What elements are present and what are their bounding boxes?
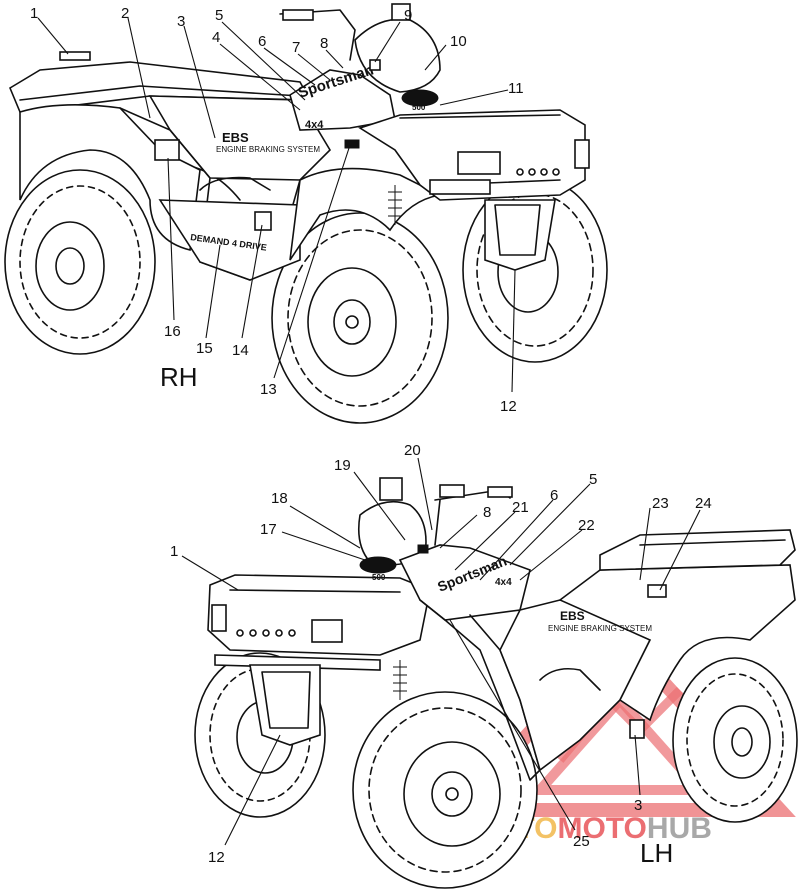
- lh-callout-6: 6: [550, 487, 558, 504]
- watermark-part3: HUB: [647, 812, 712, 845]
- lh-4x4-decal: 4x4: [495, 577, 512, 588]
- rh-side-label: [254, 211, 272, 231]
- atv-rh-view: Sportsman 4x4 500 EBS ENGINE BRAKING SYS…: [4, 3, 608, 424]
- rh-callout-6: 6: [258, 33, 266, 50]
- lh-callout-3: 3: [634, 797, 642, 814]
- rh-rear-wheel: [4, 169, 156, 355]
- rh-callout-8: 8: [320, 35, 328, 52]
- rh-callout-5: 5: [215, 7, 223, 24]
- lh-500-oval: [359, 556, 397, 574]
- lh-callout-1: 1: [170, 543, 178, 560]
- rh-500-oval: [401, 89, 439, 107]
- rh-tank-label: [344, 139, 360, 149]
- lh-callout-22: 22: [578, 517, 595, 534]
- lh-callout-23: 23: [652, 495, 669, 512]
- lh-callout-21: 21: [512, 499, 529, 516]
- lh-tank-label: [417, 544, 429, 554]
- rh-callout-14: 14: [232, 342, 249, 359]
- lh-leader-lines: [181, 457, 701, 846]
- lh-side-label: [629, 719, 645, 739]
- lh-fender-label: [647, 584, 667, 598]
- rh-callout-15: 15: [196, 340, 213, 357]
- lh-callouts: 1 17 18 19 20 8 21 6 5 22 23 24 12 25 3: [170, 442, 712, 866]
- lh-ebs-decal: EBS: [560, 609, 585, 623]
- rh-callout-11: 11: [508, 80, 524, 97]
- lh-500-label: 500: [372, 573, 386, 582]
- rh-callout-7: 7: [292, 39, 300, 56]
- atv-lh-view: Sportsman 4x4 500 EBS ENGINE BRAKING SYS…: [170, 442, 798, 889]
- lh-callout-24: 24: [695, 495, 712, 512]
- lh-callout-8: 8: [483, 504, 491, 521]
- lh-body: [207, 477, 796, 781]
- rh-body: [8, 3, 590, 281]
- lh-ebs-sub: ENGINE BRAKING SYSTEM: [548, 624, 652, 633]
- lh-front-wheel: [352, 691, 538, 889]
- lh-callout-20: 20: [404, 442, 421, 459]
- rh-fairing-label: [369, 59, 381, 71]
- watermark-part2: MOTO: [557, 812, 646, 845]
- rh-callout-9: 9: [404, 7, 412, 24]
- lh-callout-12: 12: [208, 849, 225, 866]
- rh-ebs-decal: EBS: [222, 130, 249, 145]
- rh-callout-4: 4: [212, 29, 220, 46]
- rh-callout-13: 13: [260, 381, 277, 398]
- lh-callout-19: 19: [334, 457, 351, 474]
- rh-warning-label: [154, 139, 180, 161]
- rh-callout-12: 12: [500, 398, 517, 415]
- rh-callout-1: 1: [30, 5, 38, 22]
- rh-view-label: RH: [160, 362, 198, 392]
- rh-callout-16: 16: [164, 323, 181, 340]
- lh-callout-5: 5: [589, 471, 597, 488]
- rh-front-wheel: [271, 212, 449, 424]
- lh-callout-18: 18: [271, 490, 288, 507]
- rh-4x4-decal: 4x4: [305, 119, 324, 131]
- rh-500-label: 500: [412, 103, 426, 112]
- rh-callout-10: 10: [450, 33, 467, 50]
- lh-view-label: LH: [640, 838, 673, 868]
- rh-callout-3: 3: [177, 13, 185, 30]
- rh-callout-2: 2: [121, 5, 129, 22]
- lh-callout-25: 25: [573, 833, 590, 850]
- rh-leader-lines: [37, 17, 516, 393]
- rh-callouts: 1 2 3 5 4 6 7 8 9 10 11 12 13 14 15 16: [30, 5, 524, 415]
- lh-callout-17: 17: [260, 521, 277, 538]
- rh-ebs-sub: ENGINE BRAKING SYSTEM: [216, 145, 320, 154]
- lh-rear-wheel: [672, 657, 798, 823]
